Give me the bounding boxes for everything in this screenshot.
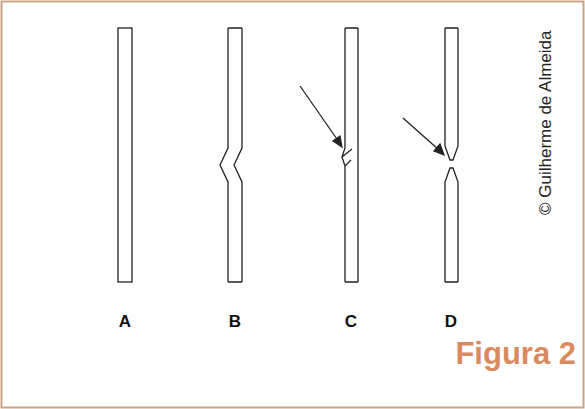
rod-label: C <box>336 312 366 332</box>
pointer-arrow <box>300 86 339 142</box>
figure-caption: Figura 2 <box>455 336 576 372</box>
rod-label: A <box>110 312 140 332</box>
copyright-note: © Guilherme de Almeida <box>536 30 556 215</box>
pointer-arrow <box>403 118 439 150</box>
rod <box>445 28 458 282</box>
rod <box>220 28 242 282</box>
rod <box>118 28 132 282</box>
arrowhead <box>333 136 342 147</box>
rod <box>342 28 358 282</box>
arrowhead <box>434 144 444 155</box>
rod-label: D <box>436 312 466 332</box>
rod-label: B <box>220 312 250 332</box>
